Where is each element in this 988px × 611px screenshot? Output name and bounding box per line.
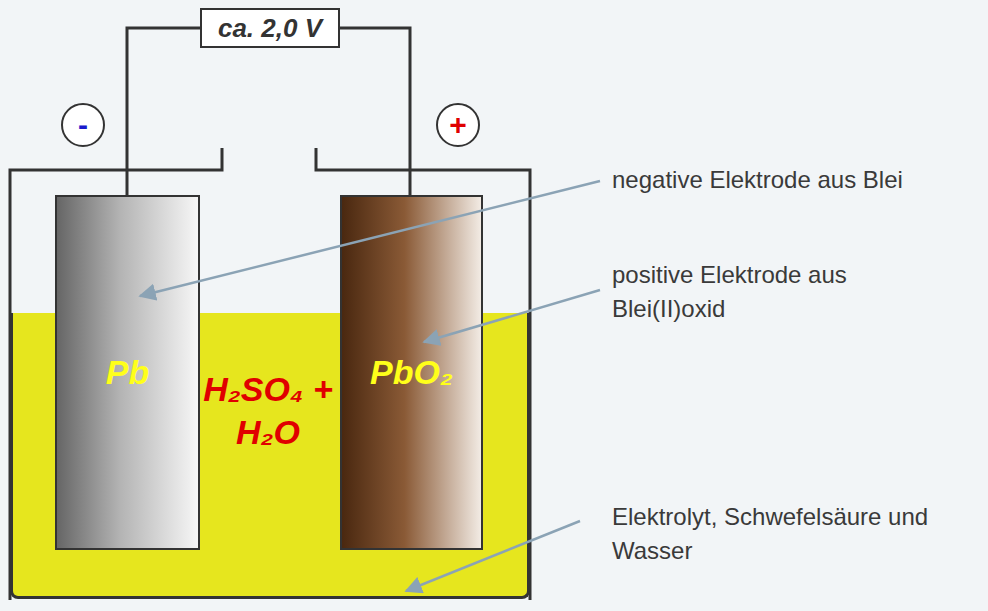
node-text: - (78, 110, 88, 140)
node-text: H₂SO₄ + H₂O (198, 368, 338, 453)
node-text: PbO₂ (370, 353, 453, 392)
connecting-wire (340, 28, 410, 195)
terminal-circle: + (436, 103, 480, 147)
node-text: + (449, 110, 467, 140)
callout-label: Elektrolyt, Schwefelsäure und Wasser (612, 500, 984, 567)
terminal-circle: - (61, 103, 105, 147)
voltmeter-box: ca. 2,0 V (200, 8, 340, 48)
node-text: Pb (106, 353, 149, 392)
callout-label: positive Elektrode aus Blei(II)oxid (612, 258, 902, 325)
callout-label: negative Elektrode aus Blei (612, 163, 984, 197)
leader-line (406, 521, 580, 591)
lead-electrode: Pb (55, 195, 200, 550)
lead-oxide-electrode: PbO₂ (340, 195, 483, 550)
connecting-wire (127, 28, 200, 195)
leader-line (140, 181, 600, 296)
node-text: ca. 2,0 V (218, 13, 322, 44)
leader-line (424, 290, 600, 342)
